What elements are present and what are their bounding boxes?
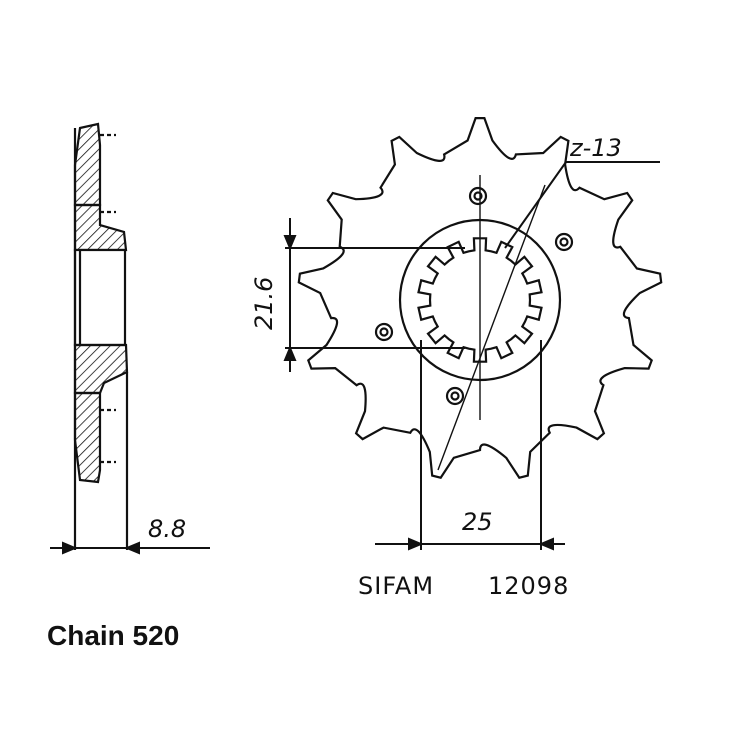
side-lower-hub — [73, 343, 129, 395]
spline-bore — [417, 237, 543, 363]
mounting-hole-right — [554, 232, 574, 252]
part-number-label: 12098 — [488, 572, 569, 600]
side-view — [73, 122, 129, 550]
mounting-hole-top — [468, 186, 488, 206]
bore-height-label: 21.6 — [250, 277, 278, 330]
thickness-label: 8.8 — [148, 515, 186, 543]
side-bottom-tooth — [73, 391, 102, 484]
mounting-hole-left — [374, 322, 394, 342]
brand-label: SIFAM — [358, 572, 434, 600]
side-top-tooth — [73, 122, 102, 207]
bore-height-dimension — [283, 218, 465, 372]
thickness-dimension — [50, 541, 210, 555]
teeth-leader — [504, 161, 660, 249]
chain-label: Chain 520 — [47, 620, 179, 651]
spline-width-label: 25 — [462, 508, 493, 536]
teeth-label: z-13 — [569, 134, 622, 162]
mounting-hole-bottom — [445, 386, 465, 406]
side-bore — [73, 248, 127, 347]
front-view — [297, 117, 663, 479]
spline-width-dimension — [375, 340, 565, 551]
